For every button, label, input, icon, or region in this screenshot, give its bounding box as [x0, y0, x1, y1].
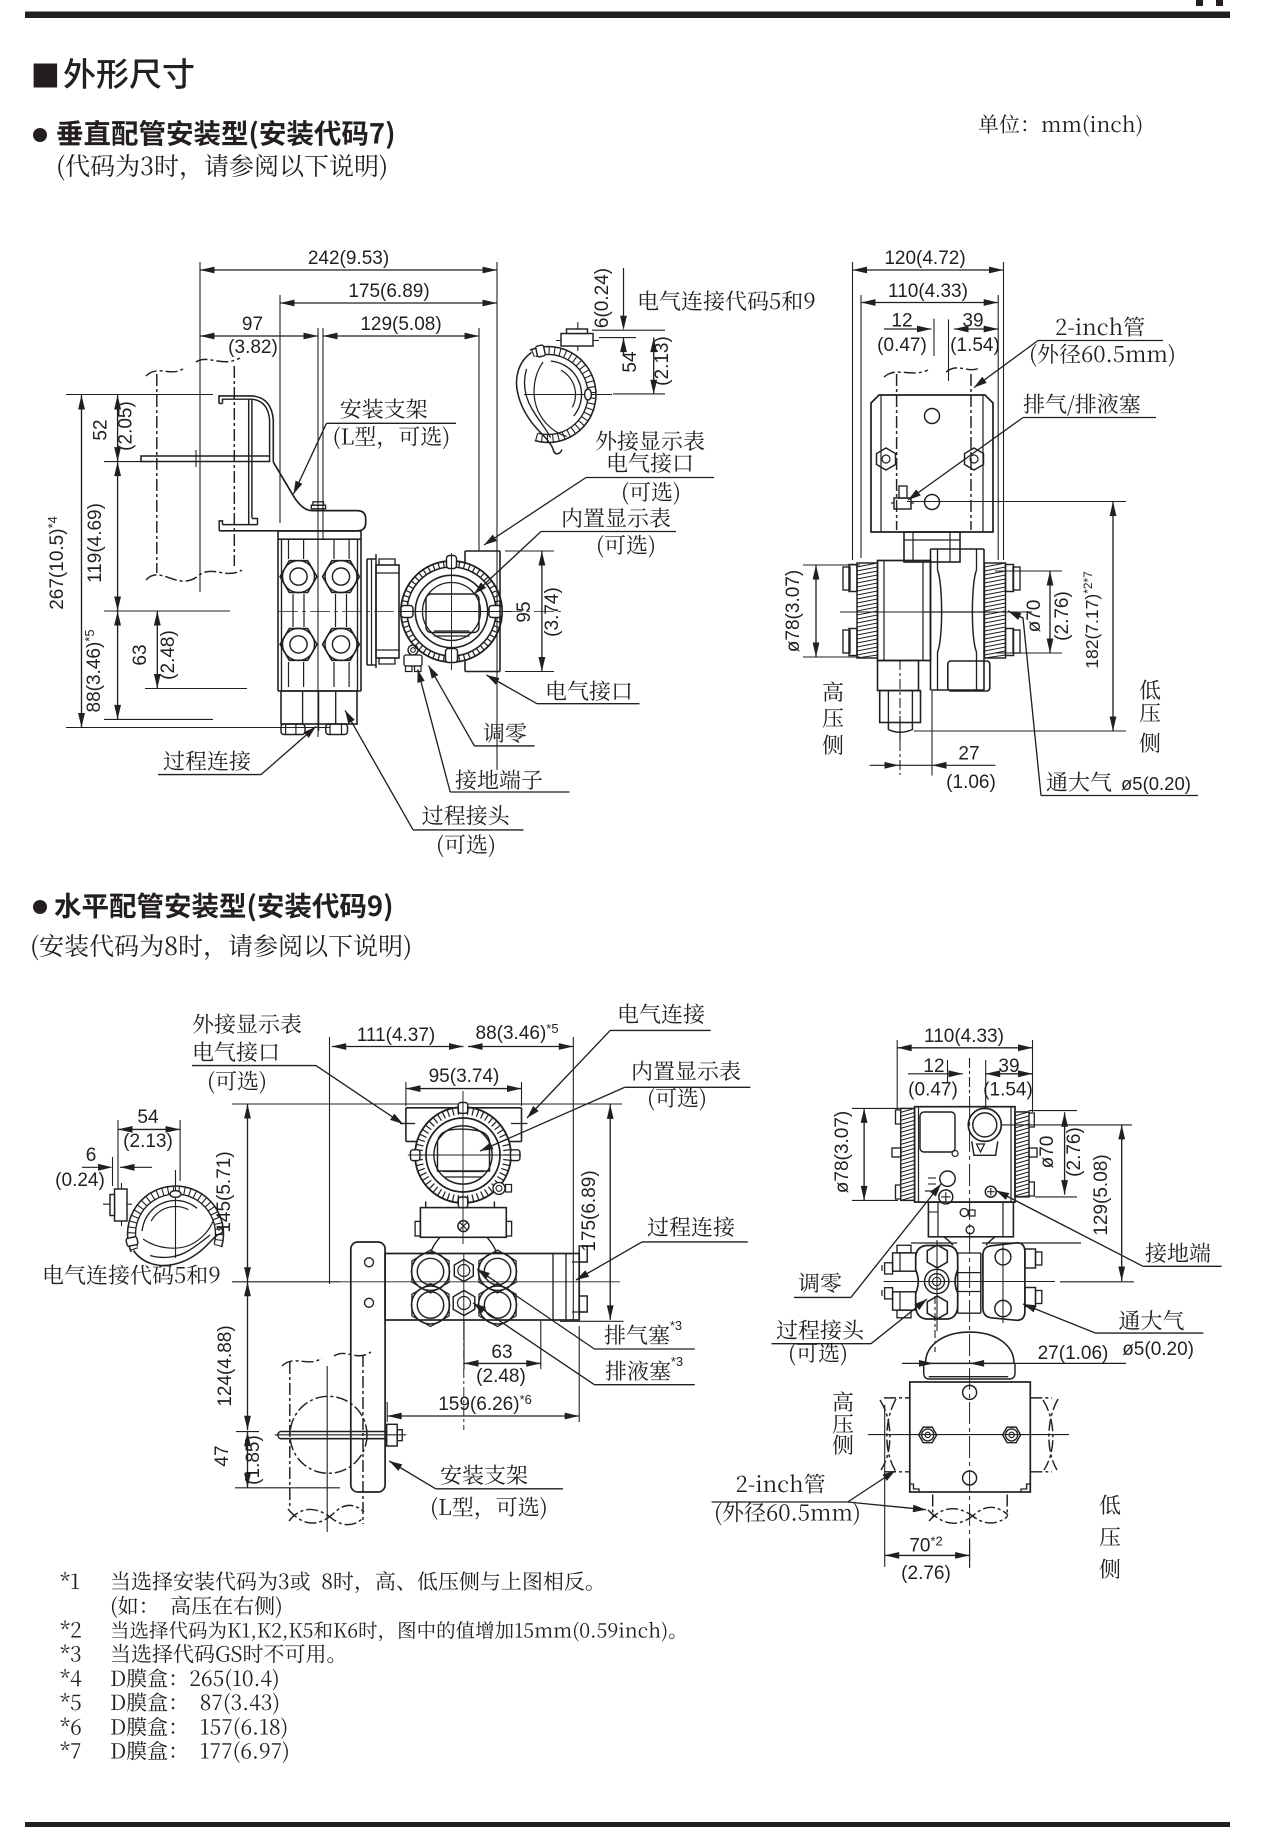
- svg-text:97: 97: [242, 314, 263, 335]
- svg-text:88(3.46)*5: 88(3.46)*5: [82, 630, 105, 713]
- svg-text:ø70: ø70: [1024, 600, 1045, 633]
- svg-text:267(10.5)*4: 267(10.5)*4: [45, 516, 68, 610]
- svg-text:(1.54): (1.54): [983, 1080, 1033, 1101]
- svg-text:39: 39: [962, 311, 983, 332]
- svg-text:242(9.53): 242(9.53): [308, 248, 389, 269]
- svg-text:(2.48): (2.48): [476, 1366, 526, 1387]
- svg-text:(2.76): (2.76): [901, 1563, 951, 1584]
- svg-text:159(6.26)*6: 159(6.26)*6: [438, 1392, 532, 1415]
- svg-text:ø70: ø70: [1037, 1136, 1058, 1169]
- svg-text:145(5.71): 145(5.71): [214, 1151, 235, 1232]
- svg-text:(0.47): (0.47): [908, 1080, 958, 1101]
- svg-text:124(4.88): 124(4.88): [215, 1325, 236, 1406]
- svg-text:47: 47: [212, 1445, 233, 1466]
- svg-text:(2.76): (2.76): [1052, 591, 1073, 641]
- svg-text:54: 54: [137, 1107, 159, 1128]
- svg-text:(0.47): (0.47): [877, 335, 927, 356]
- svg-text:129(5.08): 129(5.08): [360, 314, 441, 335]
- svg-text:110(4.33): 110(4.33): [888, 281, 968, 302]
- svg-text:(1.85): (1.85): [243, 1435, 264, 1485]
- svg-text:70*2: 70*2: [909, 1534, 942, 1557]
- svg-text:(2.05): (2.05): [116, 401, 137, 451]
- svg-text:12: 12: [923, 1056, 944, 1077]
- svg-text:27(1.06): 27(1.06): [1038, 1343, 1109, 1364]
- svg-text:95(3.74): 95(3.74): [429, 1066, 500, 1087]
- svg-text:*3: *3: [670, 1318, 682, 1333]
- svg-text:95: 95: [514, 601, 535, 622]
- svg-text:6(0.24): 6(0.24): [592, 268, 613, 328]
- svg-text:ø5(0.20): ø5(0.20): [1122, 1339, 1194, 1360]
- svg-text:(2.48): (2.48): [158, 630, 179, 680]
- svg-text:27: 27: [958, 744, 979, 765]
- svg-text:111(4.37): 111(4.37): [357, 1025, 436, 1046]
- svg-text:6: 6: [86, 1145, 97, 1166]
- svg-text:(3.82): (3.82): [228, 337, 278, 358]
- svg-text:175(6.89): 175(6.89): [579, 1170, 600, 1251]
- svg-text:63: 63: [491, 1342, 512, 1363]
- svg-text:ø78(3.07): ø78(3.07): [832, 1111, 853, 1193]
- svg-text:(0.24): (0.24): [55, 1170, 105, 1191]
- svg-text:(3.74): (3.74): [542, 587, 563, 637]
- svg-text:120(4.72): 120(4.72): [884, 248, 965, 269]
- svg-text:63: 63: [130, 644, 151, 665]
- svg-text:ø78(3.07): ø78(3.07): [783, 570, 804, 652]
- svg-text:12: 12: [891, 311, 912, 332]
- svg-text:54: 54: [620, 351, 641, 373]
- svg-text:(2.13): (2.13): [652, 336, 673, 386]
- svg-text:39: 39: [998, 1056, 1019, 1077]
- svg-text:110(4.33): 110(4.33): [924, 1026, 1004, 1047]
- svg-text:52: 52: [91, 419, 112, 440]
- svg-text:88(3.46)*5: 88(3.46)*5: [476, 1021, 559, 1044]
- svg-text:(2.76): (2.76): [1064, 1127, 1085, 1177]
- svg-text:129(5.08): 129(5.08): [1091, 1154, 1112, 1235]
- svg-text:175(6.89): 175(6.89): [348, 281, 429, 302]
- svg-text:182(7.17)*2*7: 182(7.17)*2*7: [1081, 571, 1102, 669]
- svg-text:(1.54): (1.54): [950, 335, 1000, 356]
- svg-text:(2.13): (2.13): [123, 1131, 173, 1152]
- svg-text:119(4.69): 119(4.69): [85, 503, 106, 583]
- svg-text:(1.06): (1.06): [946, 772, 996, 793]
- svg-text:ø5(0.20): ø5(0.20): [1121, 773, 1191, 794]
- svg-text:*3: *3: [671, 1354, 683, 1369]
